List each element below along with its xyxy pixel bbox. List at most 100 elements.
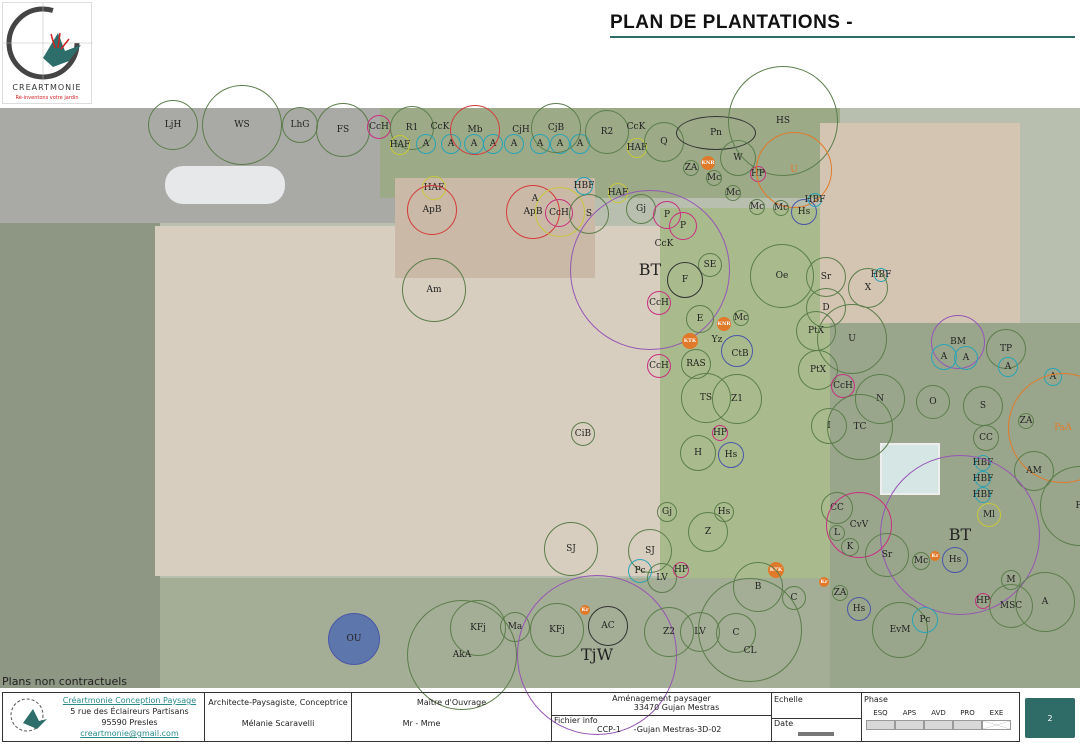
plant-mc: Mc — [706, 170, 722, 186]
plant-code: CjH — [512, 124, 530, 135]
scale-label: Echelle — [774, 695, 803, 704]
plant-a: A — [998, 357, 1018, 377]
plant-a: A — [416, 134, 436, 154]
plant-ml: Ml — [977, 503, 1001, 527]
phase-avd-label: AVD — [931, 709, 946, 717]
plant-code: F — [681, 274, 689, 285]
plant-code: Hs — [797, 206, 811, 217]
plant-code: AM — [1026, 465, 1042, 476]
company-logo: CREARTMONIE Ré-inventons votre jardin — [2, 2, 93, 104]
plant-code: CiB — [574, 428, 592, 439]
plant-code: SE — [703, 259, 717, 270]
plant-l: L — [829, 525, 845, 541]
plant-code: PtX — [807, 325, 825, 336]
plant-bm: BM — [931, 315, 985, 369]
phase-esq-label: ESQ — [873, 709, 888, 717]
plant-code: Hs — [852, 603, 866, 614]
plant-code: K — [846, 541, 854, 552]
company-cell: Créartmonie Conception Paysage 5 rue des… — [3, 693, 205, 741]
plant-x: X — [848, 268, 888, 308]
plant-kr: Kr — [819, 577, 829, 587]
plant-code: AkA — [452, 649, 472, 660]
plant-code: MSC — [999, 600, 1023, 611]
plant-code: CcH — [369, 121, 389, 132]
plant-hs: Hs — [718, 442, 744, 468]
plant-h: H — [680, 435, 716, 471]
plant-hp: HP — [673, 562, 689, 578]
plant-code: Mc — [749, 201, 765, 212]
plant-mb: Mb — [450, 105, 500, 155]
plant-code: Ml — [982, 509, 996, 520]
plant-code: S — [585, 208, 593, 219]
plant-ou: OU — [328, 613, 380, 665]
plant-cl: CL — [698, 578, 802, 682]
plant-gj: Gj — [657, 502, 677, 522]
plant-code: Sr — [820, 271, 832, 282]
phase-boxes — [866, 720, 1011, 730]
plant-knr: KNR — [717, 317, 731, 331]
plant-sr: Sr — [865, 533, 909, 577]
scale-date-cell: Echelle Date — [772, 693, 862, 741]
plant-code: Yz — [711, 334, 723, 345]
plant-code: Hs — [724, 449, 738, 460]
plant-code: HS — [775, 115, 790, 126]
plant-code: CcH — [833, 380, 853, 391]
plant-code: WS — [234, 119, 250, 130]
plant-a: A — [504, 134, 524, 154]
plant-code: R1 — [405, 122, 419, 133]
plant-code: BM — [950, 336, 966, 347]
plant-code: Gj — [662, 506, 672, 517]
title-block: Créartmonie Conception Paysage 5 rue des… — [2, 692, 1020, 742]
plant-code: HP — [674, 564, 688, 575]
address-line-1: 5 rue des Éclaireurs Partisans — [70, 707, 189, 716]
plant-a: A — [1015, 572, 1075, 632]
plant-mc: Mc — [912, 552, 930, 570]
plant-code: U — [790, 164, 798, 175]
plant-code: HP — [976, 595, 990, 606]
plant-code: HBF — [804, 194, 826, 205]
plant-mc: Mc — [725, 185, 741, 201]
plant-code: A — [1004, 361, 1012, 372]
plant-code: CcH — [549, 207, 569, 218]
plant-code: BT — [948, 525, 972, 544]
plant-code: Fj — [1075, 500, 1080, 511]
phase-label: Phase — [864, 695, 888, 704]
plant-code: A — [531, 193, 539, 204]
plant-code: ZA — [833, 587, 847, 598]
plant-code: U — [848, 333, 856, 344]
plant-oe: Oe — [750, 244, 814, 308]
plant-code: Mc — [733, 312, 749, 323]
plant-ktk: KTK — [682, 333, 698, 349]
plant-r2: R2 — [585, 110, 629, 154]
plant-cjb: CjB — [531, 103, 581, 153]
plant-mc: Mc — [733, 310, 749, 326]
plant-fs: FS — [316, 103, 370, 157]
title-underline — [610, 36, 1075, 38]
plant-code: Mb — [467, 124, 483, 135]
address-line-2: 95590 Presles — [101, 718, 158, 727]
plant-code: CC — [979, 432, 993, 443]
plant-k: K — [841, 538, 859, 556]
plant-code: CcH — [649, 360, 669, 371]
plant-z1: Z1 — [712, 374, 762, 424]
plant-code: M — [1006, 574, 1016, 585]
plant-code: Z — [704, 526, 712, 537]
phase-exe-label: EXE — [989, 709, 1004, 717]
owner-label: Maître d'Ouvrage — [416, 698, 487, 707]
file-name: CCP-1 -Gujan Mestras-3D-02 — [597, 725, 722, 734]
plant-code: Pc — [634, 565, 646, 576]
plant-code: ZA — [684, 162, 698, 173]
plant-code: LhG — [290, 119, 310, 130]
plant-lhg: LhG — [282, 107, 318, 143]
plant-hs: Hs — [847, 597, 871, 621]
email-link[interactable]: creartmonie@gmail.com — [80, 729, 179, 738]
plant-code: O — [929, 396, 937, 407]
plant-code: Oe — [775, 270, 789, 281]
plant-knr: KNR — [701, 156, 715, 170]
company-link[interactable]: Créartmonie Conception Paysage — [62, 696, 197, 705]
project-cell: Aménagement paysager 33470 Gujan Mestras… — [552, 693, 772, 741]
plant-code: Mc — [913, 555, 929, 566]
date-label: Date — [772, 718, 861, 728]
